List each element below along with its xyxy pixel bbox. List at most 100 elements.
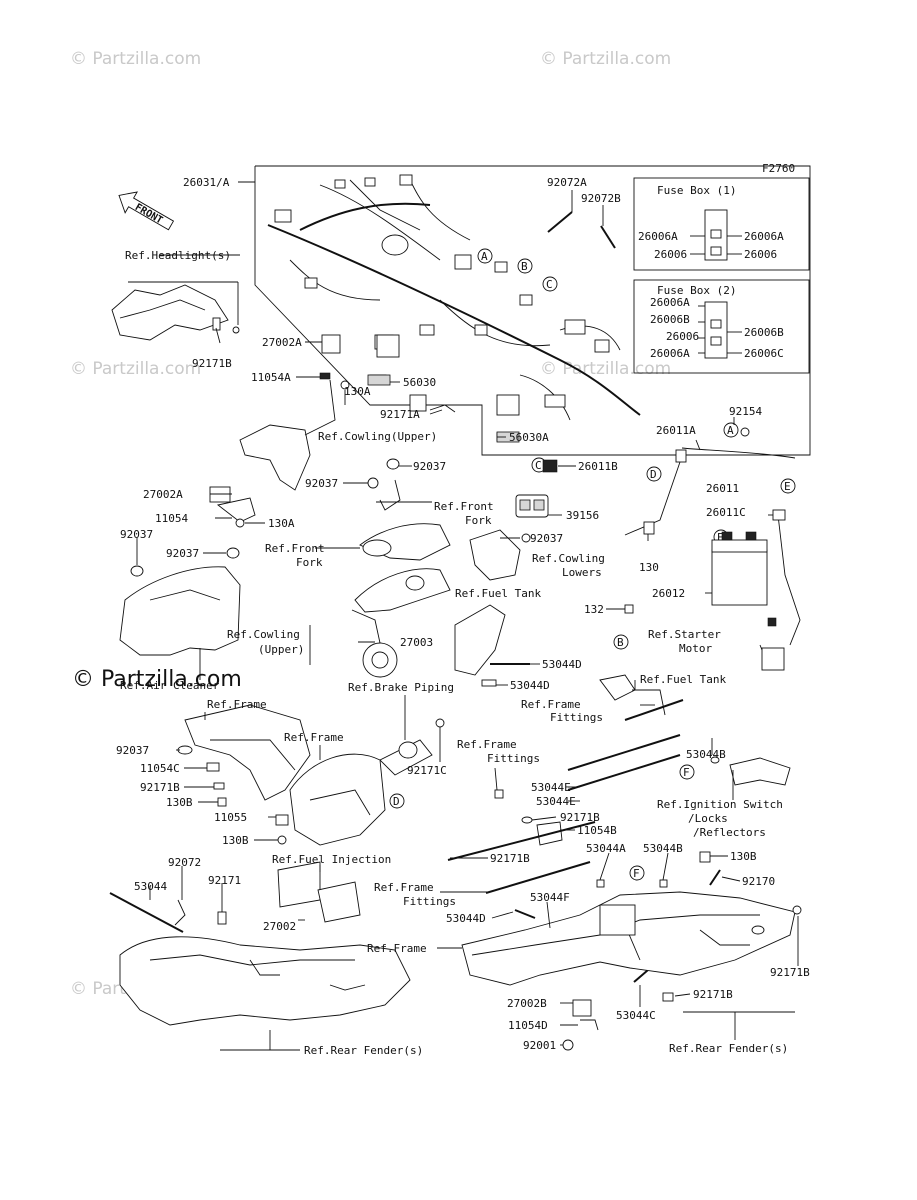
part-label: 26006B	[650, 313, 690, 326]
part-label: Ref.Brake Piping	[348, 681, 454, 694]
part-label: 56030A	[509, 431, 549, 444]
part-label: 92072A	[547, 176, 587, 189]
part-label: 130B	[222, 834, 249, 847]
callout-b: B	[617, 636, 624, 649]
part-label: 26006	[744, 248, 777, 261]
part-label: 92171B	[770, 966, 810, 979]
part-label: Fittings	[487, 752, 540, 765]
main-harness-illustration	[267, 174, 641, 442]
part-label: Ref.Frame	[374, 881, 434, 894]
part-label: Ref.Air Cleaner	[120, 679, 220, 692]
callout-f: F	[633, 867, 640, 880]
part-label: 11054B	[577, 824, 617, 837]
part-label: Ref.Fuel Tank	[640, 673, 726, 686]
part-label: Fork	[465, 514, 492, 527]
part-label: 92037	[305, 477, 338, 490]
part-label: 92171C	[407, 764, 447, 777]
part-label: Fork	[296, 556, 323, 569]
part-label: 53044A	[586, 842, 626, 855]
part-label: 27002	[263, 920, 296, 933]
callout-e: E	[784, 480, 791, 493]
part-label: 92154	[729, 405, 762, 418]
part-label: 26011	[706, 482, 739, 495]
part-label: 26006A	[744, 230, 784, 243]
part-label: /Reflectors	[693, 826, 766, 839]
part-label: Ref.Ignition Switch	[657, 798, 783, 811]
callout-a: A	[481, 250, 488, 263]
part-label: 26006A	[650, 296, 690, 309]
part-label: 92001	[523, 1039, 556, 1052]
part-label: 26006	[666, 330, 699, 343]
part-label: 27002A	[143, 488, 183, 501]
part-label: 92171B	[693, 988, 733, 1001]
fuse-box-2-title: Fuse Box (2)	[657, 284, 736, 297]
part-label: 27002B	[507, 997, 547, 1010]
part-label: 53044D	[542, 658, 582, 671]
part-label: 53044F	[530, 891, 570, 904]
part-label: 27003	[400, 636, 433, 649]
watermark: © Partzilla.com	[70, 359, 201, 379]
part-label: 11054	[155, 512, 188, 525]
part-label: 26006A	[638, 230, 678, 243]
part-label: 26006B	[744, 326, 784, 339]
part-label: 92171B	[140, 781, 180, 794]
part-label: 26011B	[578, 460, 618, 473]
part-label: Ref.Rear Fender(s)	[304, 1044, 423, 1057]
part-label: 92171B	[490, 852, 530, 865]
part-label: 53044D	[446, 912, 486, 925]
part-label: 53044B	[686, 748, 726, 761]
part-label: 27002A	[262, 336, 302, 349]
callout-f: F	[683, 766, 690, 779]
part-label: Motor	[679, 642, 712, 655]
part-label: 92072B	[581, 192, 621, 205]
part-label: Ref.Frame	[367, 942, 427, 955]
callout-a: A	[727, 424, 734, 437]
part-labels: 26031/A 92072A 92072B Ref.Headlight(s) 9…	[116, 176, 810, 1057]
part-label: 53044E	[536, 795, 576, 808]
part-label: 53044E	[531, 781, 571, 794]
part-label: 92170	[742, 875, 775, 888]
part-label: /Locks	[688, 812, 728, 825]
part-label: 26006A	[650, 347, 690, 360]
watermark: © Partzilla.com	[540, 49, 671, 69]
part-label: 53044D	[510, 679, 550, 692]
part-label: Ref.Headlight(s)	[125, 249, 231, 262]
part-label: Ref.Fuel Tank	[455, 587, 541, 600]
part-label: Ref.Frame	[284, 731, 344, 744]
part-label: 53044B	[643, 842, 683, 855]
part-label: Ref.Cowling	[532, 552, 605, 565]
part-label: Ref.Cowling(Upper)	[318, 430, 437, 443]
part-label: 26012	[652, 587, 685, 600]
part-label: 92037	[166, 547, 199, 560]
part-label: Ref.Front	[434, 500, 494, 513]
watermark: © Partzilla.com	[72, 667, 242, 692]
part-label: 92072	[168, 856, 201, 869]
part-label: 26011A	[656, 424, 696, 437]
part-label: 130B	[730, 850, 757, 863]
part-illustrations	[109, 190, 802, 1051]
watermark: © Partzilla.com	[540, 359, 671, 379]
callout-b: B	[521, 260, 528, 273]
callout-circles: A B C A C D E E B D F F	[389, 248, 796, 881]
part-label: 26011C	[706, 506, 746, 519]
leader-lines	[136, 181, 799, 1051]
part-label: 39156	[566, 509, 599, 522]
part-label: Lowers	[562, 566, 602, 579]
part-label: 11054A	[251, 371, 291, 384]
part-label: 92171B	[192, 357, 232, 370]
part-label: 26031/A	[183, 176, 230, 189]
part-label: Ref.Frame	[457, 738, 517, 751]
part-label: Ref.Front	[265, 542, 325, 555]
part-label: Ref.Cowling	[227, 628, 300, 641]
fuse-box-1: Fuse Box (1) 26006A 26006 26006A 26006	[638, 184, 784, 261]
front-arrow-icon: FRONT	[118, 191, 175, 231]
part-label: 53044C	[616, 1009, 656, 1022]
part-label: 92171	[208, 874, 241, 887]
part-label: 11054C	[140, 762, 180, 775]
part-label: Ref.Frame	[207, 698, 267, 711]
callout-d: D	[650, 468, 657, 481]
callout-d: D	[393, 795, 400, 808]
callout-c: C	[546, 278, 553, 291]
part-label: 92037	[413, 460, 446, 473]
